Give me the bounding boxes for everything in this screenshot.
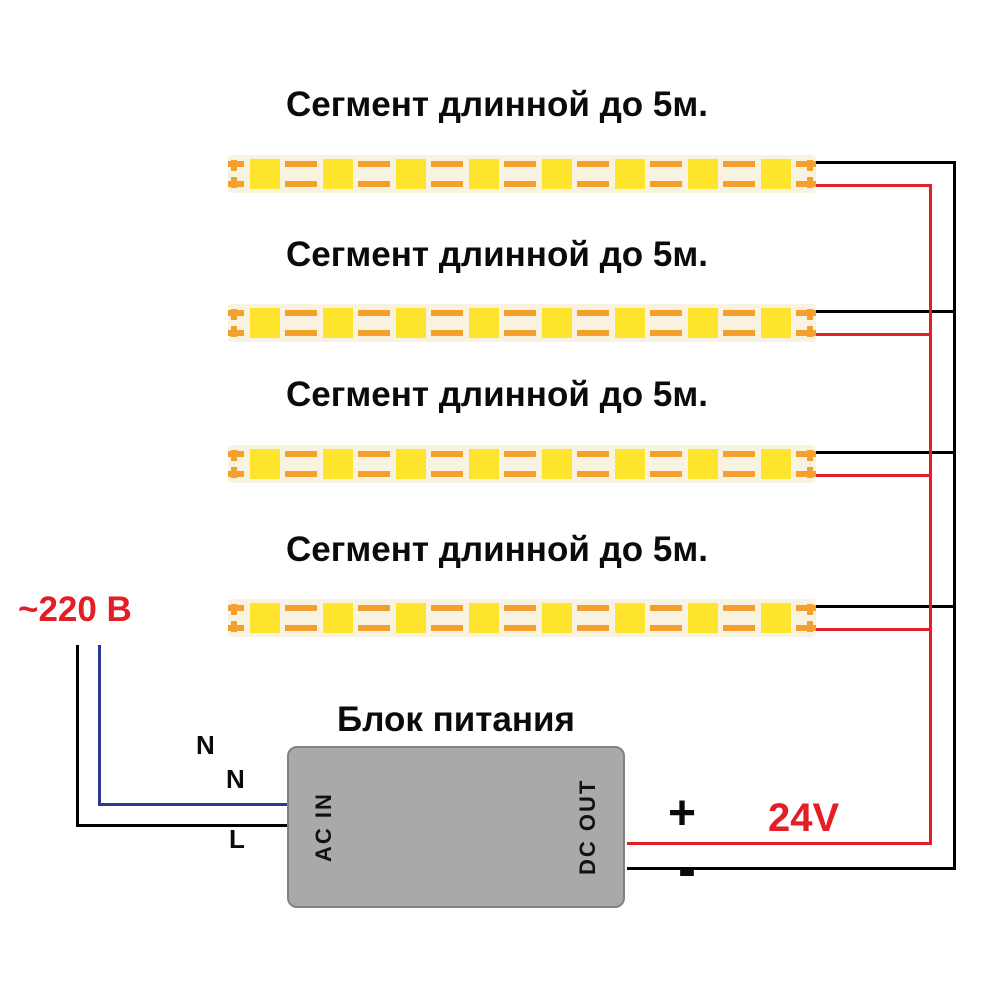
positive-wire-stub xyxy=(816,474,932,477)
live-wire-vertical xyxy=(76,645,79,827)
positive-wire-stub xyxy=(816,333,932,336)
negative-wire-stub xyxy=(816,451,956,454)
positive-wire-stub xyxy=(816,628,932,631)
negative-wire-output xyxy=(627,867,956,870)
led-strip xyxy=(228,445,816,483)
segment-label: Сегмент длинной до 5м. xyxy=(286,530,708,569)
positive-wire-output xyxy=(627,842,932,845)
wire-label-l: L xyxy=(229,824,245,854)
negative-wire-stub xyxy=(816,161,956,164)
segment-label: Сегмент длинной до 5м. xyxy=(286,235,708,274)
wire-label-n: N xyxy=(226,764,245,794)
negative-wire-vertical xyxy=(953,161,956,870)
led-strip xyxy=(228,599,816,637)
segment-label: Сегмент длинной до 5м. xyxy=(286,375,708,414)
positive-wire-vertical xyxy=(929,184,932,845)
live-wire-horizontal xyxy=(76,824,289,827)
negative-wire-stub xyxy=(816,310,956,313)
led-strip xyxy=(228,155,816,193)
ac-in-label: AC IN xyxy=(311,792,336,862)
positive-wire-stub xyxy=(816,184,932,187)
led-strip xyxy=(228,304,816,342)
minus-sign: - xyxy=(678,839,696,899)
input-voltage-label: ~220 В xyxy=(18,590,132,629)
psu-title: Блок питания xyxy=(337,700,575,739)
negative-wire-stub xyxy=(816,605,956,608)
segment-label: Сегмент длинной до 5м. xyxy=(286,85,708,124)
neutral-wire-vertical xyxy=(98,645,101,806)
wire-label-n: N xyxy=(196,730,215,760)
neutral-wire-horizontal xyxy=(98,803,289,806)
power-supply-box: AC IN DC OUT xyxy=(287,746,625,908)
plus-sign: + xyxy=(668,787,697,840)
dc-out-label: DC OUT xyxy=(575,778,600,876)
output-voltage-label: 24V xyxy=(768,796,840,840)
